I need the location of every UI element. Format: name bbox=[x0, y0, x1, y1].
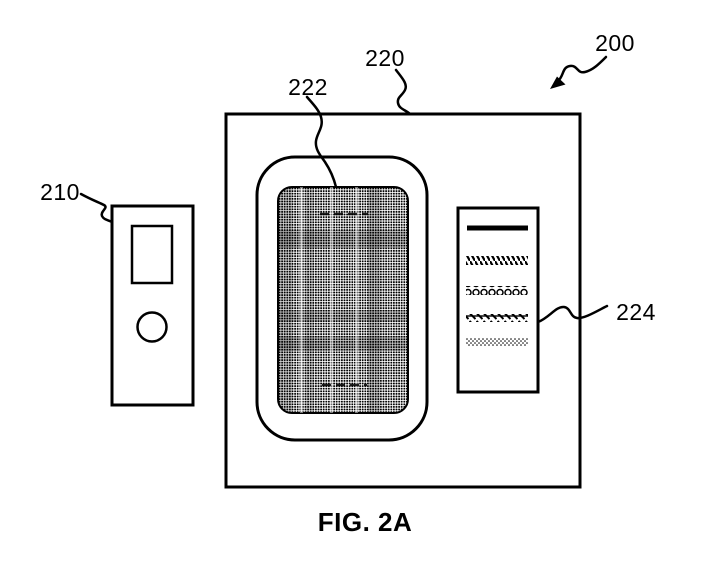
screen-hatch-banding bbox=[278, 187, 408, 413]
leader-line-220 bbox=[394, 68, 412, 116]
text-line-dashed bbox=[466, 314, 528, 322]
remote-device-button bbox=[136, 311, 168, 343]
ref-label-200: 200 bbox=[595, 30, 635, 56]
text-line-dotted bbox=[466, 338, 528, 346]
text-panel-box bbox=[456, 206, 540, 394]
leader-arrowhead-200-icon bbox=[550, 76, 566, 89]
ref-label-210: 210 bbox=[40, 179, 80, 205]
leader-line-200 bbox=[556, 55, 608, 83]
screen-hatched-panel bbox=[277, 186, 409, 414]
ref-label-222: 222 bbox=[288, 74, 328, 100]
ref-label-224: 224 bbox=[616, 299, 656, 325]
text-line-hatched bbox=[466, 256, 528, 265]
figure-caption: FIG. 2A bbox=[318, 507, 413, 537]
leader-line-224 bbox=[536, 304, 609, 324]
leader-line-210 bbox=[79, 192, 114, 224]
leader-line-222 bbox=[305, 95, 338, 189]
remote-device-screen bbox=[130, 224, 174, 285]
text-line-circles bbox=[466, 286, 528, 295]
ref-label-220: 220 bbox=[365, 45, 405, 71]
